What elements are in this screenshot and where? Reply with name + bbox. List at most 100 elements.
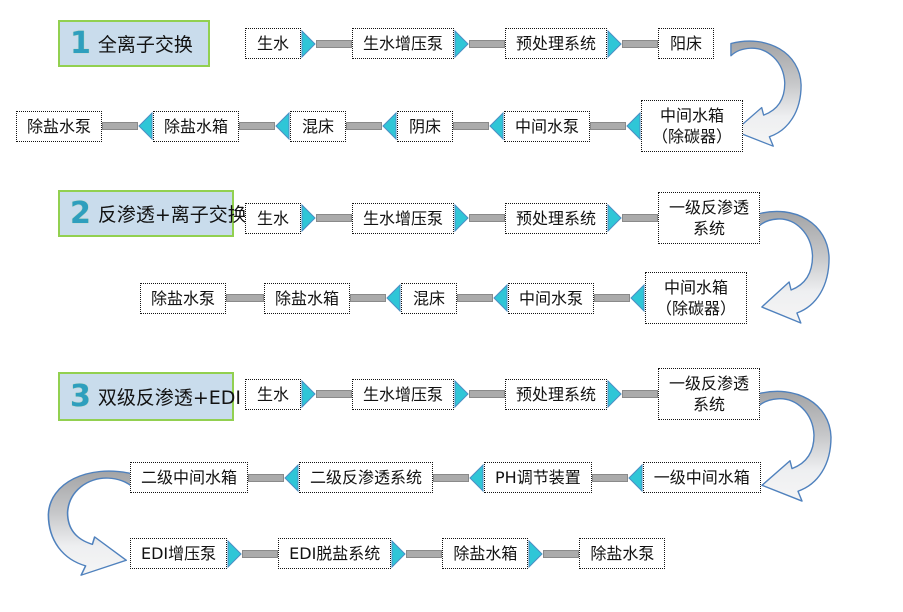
flow-node: 除盐水泵 — [16, 110, 103, 142]
connector-line — [622, 390, 659, 398]
arrow-left-icon — [469, 463, 484, 492]
arrow-right-icon — [454, 29, 469, 58]
arrow-left-icon — [489, 111, 504, 141]
flow-node: 阴床 — [397, 110, 454, 142]
flow-node: EDI增压泵 — [130, 538, 228, 569]
flow-node: 二级中间水箱 — [130, 462, 249, 493]
connector-line — [622, 39, 659, 48]
connector-line — [453, 122, 490, 130]
flow-node: 除盐水箱 — [153, 110, 240, 142]
flow-connector — [226, 294, 265, 302]
curved-arrow-down-icon — [757, 210, 830, 324]
flow-connector — [454, 379, 506, 409]
flow-node: 中间水箱 （除碳器） — [641, 100, 744, 152]
flow-connector — [346, 111, 397, 141]
arrow-right-icon — [607, 29, 622, 58]
flow-node: 生水 — [245, 378, 301, 410]
flow-connector — [457, 283, 508, 313]
flow-node: 除盐水泵 — [579, 538, 666, 569]
flow-connector — [391, 539, 443, 569]
connector-line — [316, 390, 352, 398]
section-badge-1: 1 全离子交换 — [58, 20, 210, 67]
flow-node: 预处理系统 — [505, 378, 608, 410]
curved-arrow-down-left-icon — [47, 470, 132, 576]
section-title: 反渗透+离子交换 — [97, 204, 247, 226]
flow-node: 生水增压泵 — [352, 378, 455, 410]
connector-line — [543, 549, 580, 558]
flow-row-2-1: 生水生水增压泵预处理系统一级反渗透 系统 — [245, 192, 761, 244]
arrow-left-icon — [138, 111, 153, 141]
flow-node: 一级反渗透 系统 — [658, 368, 761, 420]
flow-row-1-2: 除盐水泵 除盐水箱 混床 阴床 中间水泵 中间水箱 （除碳器） — [16, 100, 744, 152]
flow-node: PH调节装置 — [484, 462, 592, 493]
flow-connector — [239, 111, 290, 141]
flow-connector — [248, 463, 299, 493]
arrow-right-icon — [301, 29, 316, 58]
connector-line — [248, 473, 285, 482]
section-number: 1 — [70, 25, 91, 61]
section-badge-3: 3 双级反渗透+EDI — [58, 372, 241, 421]
section-number: 3 — [70, 378, 91, 414]
arrow-left-icon — [386, 283, 401, 313]
connector-line — [469, 390, 506, 398]
flow-node: 预处理系统 — [505, 28, 608, 59]
flow-connector — [301, 29, 352, 59]
flow-node: 预处理系统 — [505, 202, 608, 234]
connector-line — [406, 549, 443, 558]
flow-connector — [301, 379, 352, 409]
arrow-right-icon — [607, 203, 622, 233]
flow-node: 一级反渗透 系统 — [658, 192, 761, 244]
connector-line — [591, 473, 628, 482]
section-title: 全离子交换 — [97, 34, 193, 56]
flow-connector — [528, 539, 580, 569]
arrow-right-icon — [301, 379, 316, 409]
arrow-left-icon — [275, 111, 290, 141]
flow-connector — [102, 111, 153, 141]
connector-line — [594, 294, 631, 302]
flow-connector — [607, 29, 659, 59]
flow-connector — [590, 111, 641, 141]
flow-connector — [433, 463, 484, 493]
flow-node: EDI脱盐系统 — [278, 538, 392, 569]
arrow-right-icon — [227, 539, 242, 568]
section-title: 双级反渗透+EDI — [97, 387, 242, 409]
flow-connector — [607, 379, 659, 409]
connector-line — [102, 122, 139, 130]
flow-connector — [227, 539, 279, 569]
connector-line — [469, 39, 506, 48]
flow-node: 生水增压泵 — [352, 28, 455, 59]
arrow-right-icon — [391, 539, 407, 568]
connector-line — [590, 122, 627, 130]
flow-node: 中间水泵 — [504, 110, 591, 142]
flow-node: 一级中间水箱 — [642, 462, 761, 493]
flow-connector — [454, 203, 506, 233]
flow-node: 除盐水泵 — [140, 282, 227, 314]
flow-connector — [607, 203, 659, 233]
flow-connector — [453, 111, 504, 141]
flow-node: 除盐水箱 — [264, 282, 351, 314]
flow-node: 中间水箱 （除碳器） — [645, 272, 748, 324]
connector-line — [316, 214, 352, 222]
arrow-left-icon — [382, 111, 397, 141]
flow-node: 生水 — [245, 28, 301, 59]
arrow-right-icon — [528, 539, 544, 568]
connector-line — [346, 122, 383, 130]
arrow-right-icon — [301, 203, 316, 233]
arrow-left-icon — [284, 463, 299, 492]
connector-line — [350, 294, 387, 302]
connector-line — [622, 214, 659, 222]
connector-line — [239, 122, 276, 130]
flow-connector — [301, 203, 352, 233]
flow-node: 混床 — [290, 110, 347, 142]
connector-line — [316, 39, 352, 48]
connector-line — [469, 214, 506, 222]
section-badge-2: 2 反渗透+离子交换 — [58, 190, 247, 237]
flow-row-3-1: 生水 生水增压泵 预处理系统 一级反渗透 系统 — [245, 368, 761, 420]
flow-connector — [350, 283, 401, 313]
flow-node: 除盐水箱 — [442, 538, 529, 569]
arrow-right-icon — [454, 203, 469, 233]
section-number: 2 — [70, 195, 91, 231]
connector-line — [433, 473, 470, 482]
